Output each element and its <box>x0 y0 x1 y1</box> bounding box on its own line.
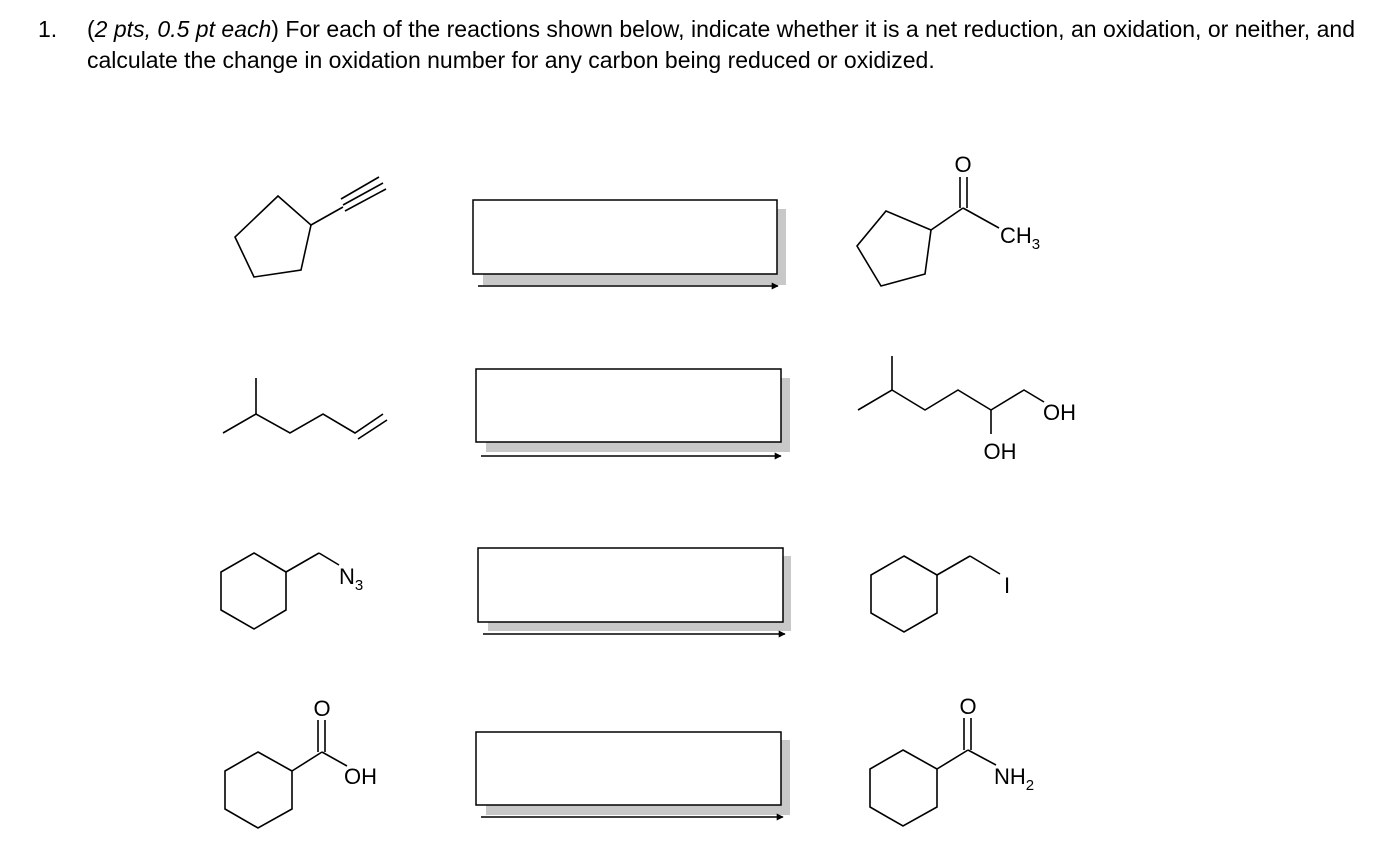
reaction-1: O CH3 <box>234 152 1040 290</box>
acid-carbonyl-oxygen-label: O <box>313 696 330 721</box>
azide-label: N3 <box>339 564 363 594</box>
carbonyl-oxygen-label: O <box>954 152 971 177</box>
question-number: 1. <box>38 16 58 42</box>
reaction-2: OH OH <box>222 356 1076 464</box>
product-3-iodomethylcyclohexane: I <box>870 555 1010 633</box>
acid-hydroxyl-label: OH <box>344 764 377 789</box>
secondary-hydroxyl-label: OH <box>984 439 1017 464</box>
reactant-3-azidomethylcyclohexane: N3 <box>220 552 363 630</box>
product-4-cyclohexanecarboxamide: O NH2 <box>869 694 1034 827</box>
answer-box-3[interactable] <box>477 547 791 631</box>
reactant-4-cyclohexanecarboxylic-acid: O OH <box>224 696 377 829</box>
answer-box-4[interactable] <box>475 731 790 815</box>
reaction-4: O OH O NH2 <box>224 694 1034 829</box>
answer-box-1[interactable] <box>472 199 786 285</box>
amine-label: NH2 <box>994 764 1034 794</box>
points-note: 2 pts, 0.5 pt each <box>94 16 272 42</box>
terminal-hydroxyl-label: OH <box>1043 400 1076 425</box>
iodine-label: I <box>1004 573 1010 598</box>
question-text: (2 pts, 0.5 pt each) For each of the rea… <box>87 16 1355 73</box>
amide-carbonyl-oxygen-label: O <box>959 694 976 719</box>
product-1-cyclopentyl-methyl-ketone: O CH3 <box>856 152 1040 287</box>
product-2-diol: OH OH <box>857 356 1076 464</box>
reactant-1-ethynylcyclopentane <box>234 176 387 278</box>
question-instructions: For each of the reactions shown below, i… <box>87 16 1355 73</box>
reactant-2-5-methyl-1-hexene <box>222 378 388 440</box>
reaction-3: N3 I <box>220 547 1010 638</box>
methyl-label: CH3 <box>1000 223 1040 253</box>
answer-box-2[interactable] <box>475 368 790 452</box>
